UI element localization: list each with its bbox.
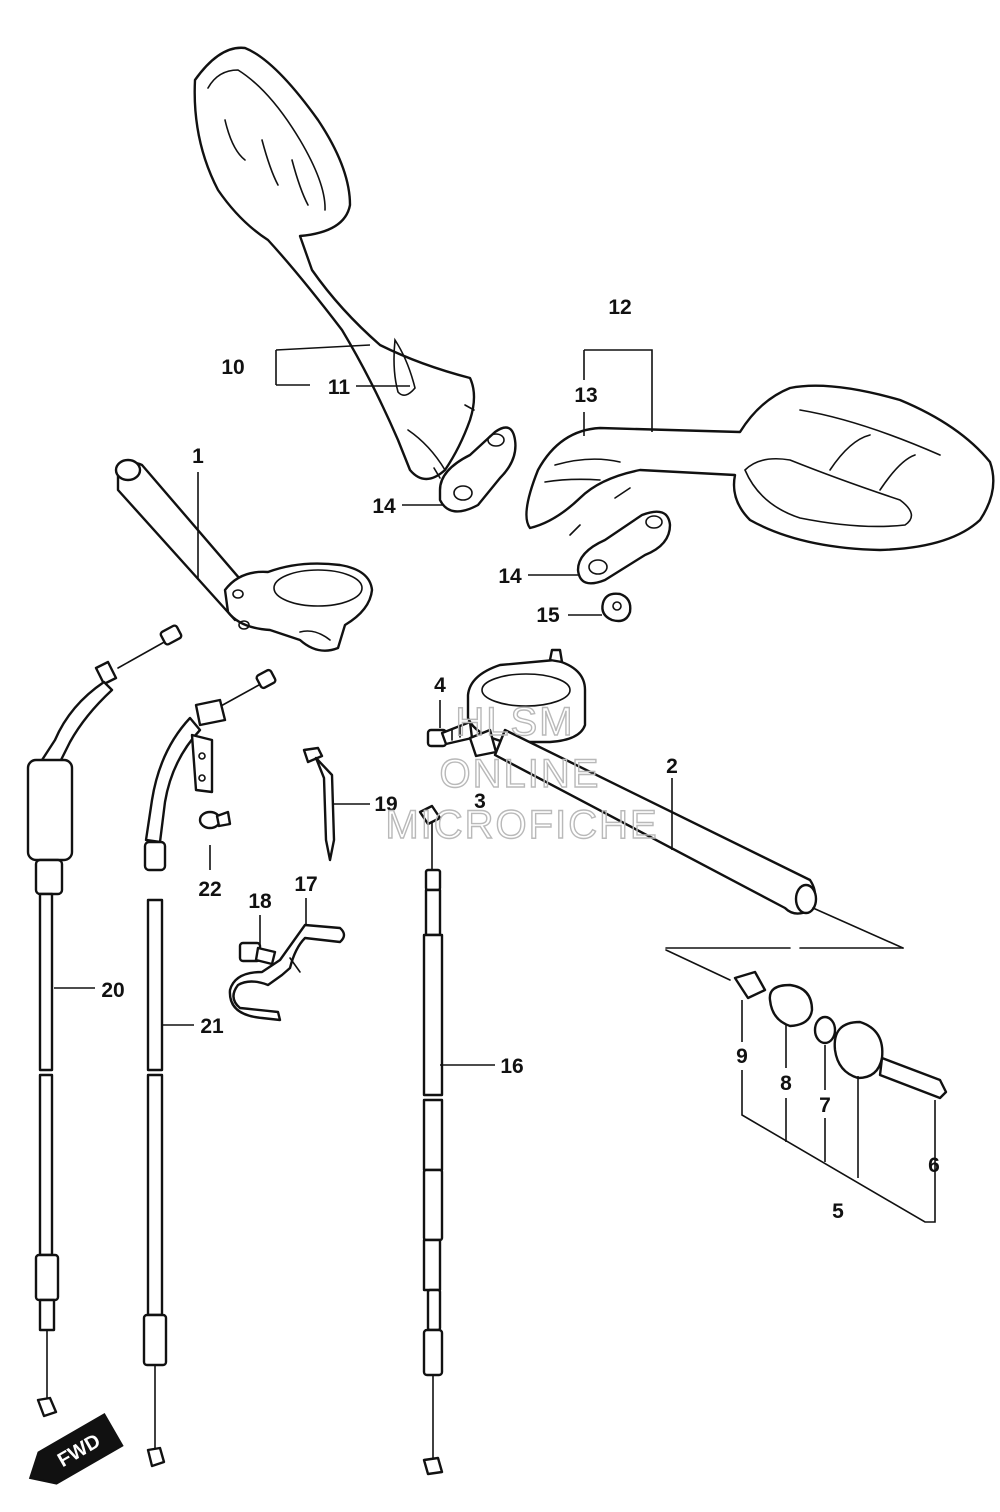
watermark: HLSM ONLINE MICROFICHE — [385, 699, 658, 847]
mirror-nut — [601, 592, 632, 623]
callout-1: 1 — [192, 445, 204, 468]
callout-6: 6 — [928, 1154, 940, 1177]
callout-11: 11 — [328, 376, 351, 399]
fwd-arrow-badge: FWD — [28, 1413, 124, 1485]
bolt-clamp — [468, 728, 498, 758]
watermark-line-2: ONLINE — [440, 752, 601, 796]
callout-22: 22 — [198, 878, 221, 901]
throttle-cable-b — [142, 668, 277, 1468]
cable-bracket — [228, 923, 346, 1022]
cable-clip — [302, 746, 336, 862]
watermark-line-3: MICROFICHE — [385, 803, 658, 847]
callout-3: 3 — [474, 790, 486, 813]
screw-small — [198, 810, 232, 830]
right-mirror — [525, 384, 995, 552]
mirror-plate-lower — [576, 510, 672, 585]
callout-7: 7 — [819, 1094, 831, 1117]
callout-5: 5 — [832, 1200, 844, 1223]
callout-13: 13 — [574, 384, 597, 407]
bolt-handlebar — [426, 720, 474, 748]
left-mirror — [193, 46, 476, 481]
callout-21: 21 — [200, 1015, 224, 1038]
callout-16: 16 — [500, 1055, 523, 1078]
callout-labels: 1 2 3 4 5 6 7 8 9 10 11 12 13 14 14 15 1… — [101, 296, 940, 1223]
callout-2: 2 — [666, 755, 678, 778]
bolt-bracket — [238, 941, 277, 966]
callout-20: 20 — [101, 979, 124, 1002]
callout-12: 12 — [608, 296, 631, 319]
callout-17: 17 — [294, 873, 317, 896]
left-handlebar — [114, 458, 374, 652]
callout-9: 9 — [736, 1045, 748, 1068]
callout-10: 10 — [221, 356, 244, 379]
bar-end-parts — [665, 907, 948, 1100]
callout-18: 18 — [248, 890, 272, 913]
callout-14-lower: 14 — [498, 565, 522, 588]
callout-14-upper: 14 — [372, 495, 396, 518]
callout-15: 15 — [536, 604, 560, 627]
callout-19: 19 — [374, 793, 397, 816]
clutch-cable — [418, 804, 444, 1476]
mirror-plate-upper — [438, 426, 517, 513]
callout-8: 8 — [780, 1072, 792, 1095]
throttle-cable-a — [26, 624, 183, 1418]
leader-lines — [54, 344, 936, 1223]
watermark-line-1: HLSM — [455, 700, 574, 744]
callout-4: 4 — [434, 674, 446, 697]
right-handlebar — [466, 648, 818, 915]
